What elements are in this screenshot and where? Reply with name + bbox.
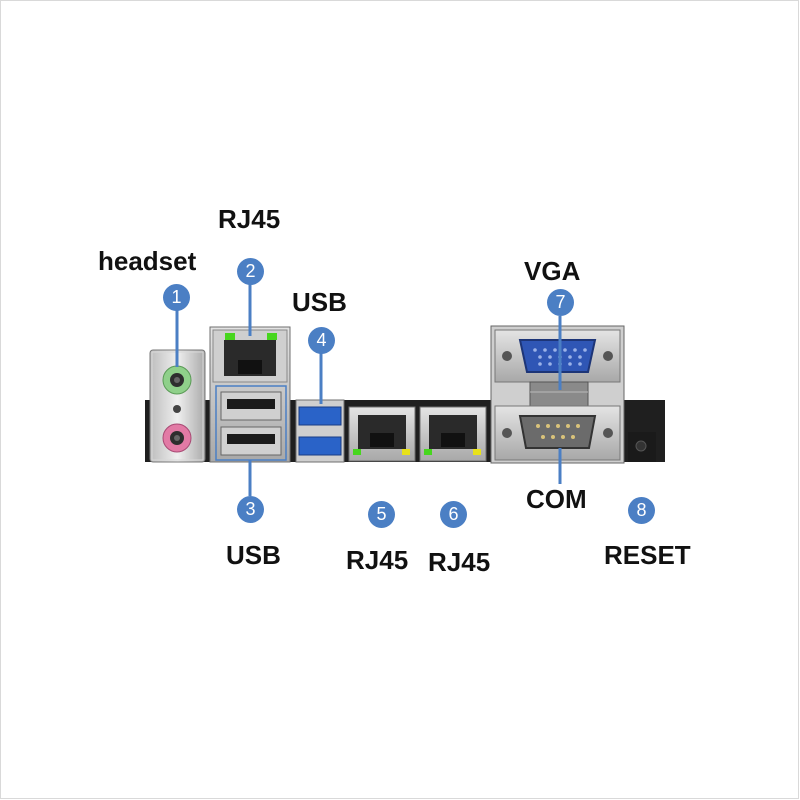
usb2-port-top (220, 391, 282, 421)
headset-green-jack (162, 365, 192, 395)
leader-lines (175, 283, 562, 496)
label-usb-top: USB (292, 287, 347, 317)
usb2-port-bottom (220, 426, 282, 456)
rj45-port-6 (419, 406, 487, 462)
rj45-usb-stack (209, 326, 291, 463)
led-green-icon (225, 333, 235, 340)
label-usb-bottom: USB (226, 540, 281, 570)
led-green-icon (353, 449, 361, 455)
label-headset: headset (98, 246, 197, 276)
callout-badge-7: 7 (547, 289, 574, 316)
label-reset: RESET (604, 540, 691, 570)
usb3-port-bottom (298, 436, 342, 456)
callout-badge-2: 2 (237, 258, 264, 285)
rj45-port-5 (348, 406, 416, 462)
callout-badge-4: 4 (308, 327, 335, 354)
vga-port (494, 329, 621, 383)
mic-pink-jack (162, 423, 192, 453)
usb3-port-top (298, 406, 342, 426)
label-rj45-right: RJ45 (428, 547, 491, 577)
led-green-icon (267, 333, 277, 340)
callout-badge-5: 5 (368, 501, 395, 528)
usb3-stack (295, 399, 345, 463)
callout-badge-8: 8 (628, 497, 655, 524)
led-yellow-icon (402, 449, 410, 455)
label-vga: VGA (524, 256, 581, 286)
led-green-icon (424, 449, 432, 455)
vga-com-stack (490, 325, 625, 464)
reset-button (628, 432, 656, 462)
label-rj45-left: RJ45 (346, 545, 409, 575)
led-yellow-icon (473, 449, 481, 455)
callout-badge-6: 6 (440, 501, 467, 528)
callout-badge-3: 3 (237, 496, 264, 523)
label-com: COM (526, 484, 587, 514)
callout-badge-1: 1 (163, 284, 190, 311)
com-port (494, 405, 621, 461)
label-rj45-top: RJ45 (218, 204, 281, 234)
screw-hole-icon (173, 405, 181, 413)
